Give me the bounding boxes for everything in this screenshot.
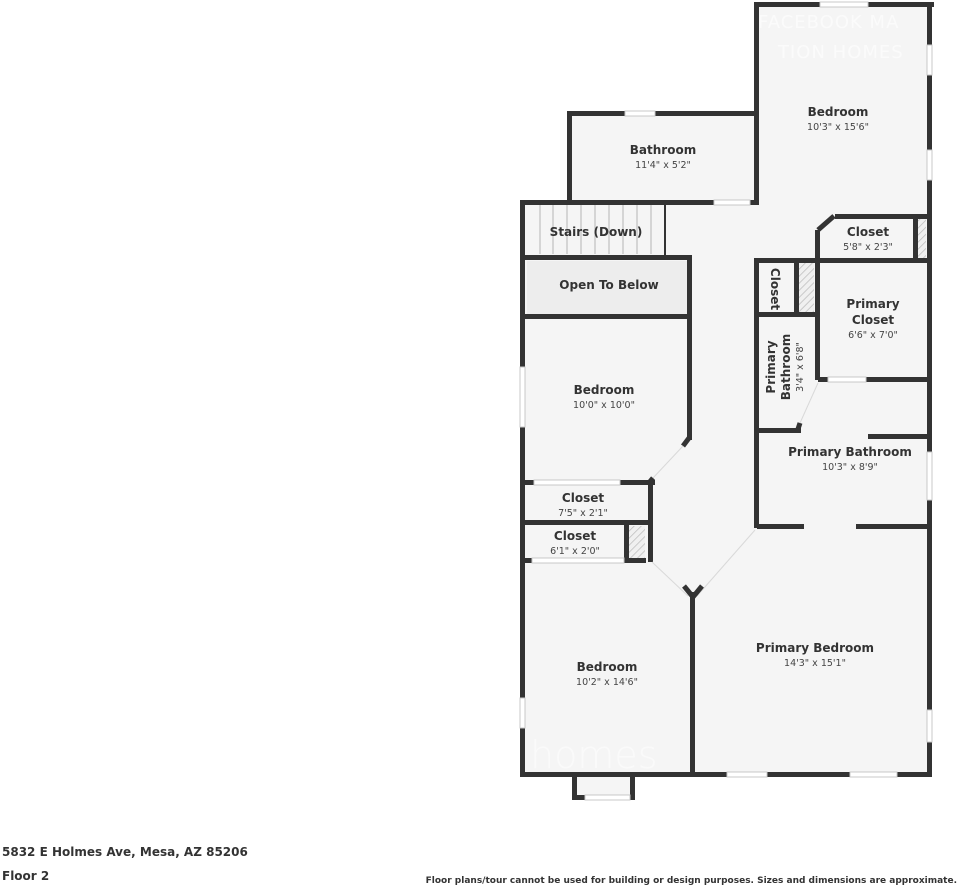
room-dims-primary-bath-small: 3'4" x 6'8"	[795, 342, 806, 392]
room-dims-bedroom-w: 10'0" x 10'0"	[573, 400, 635, 411]
angled-segments	[646, 214, 836, 599]
room-name-closet-ne: Closet	[847, 225, 889, 239]
room-name-closet-narrow: Closet	[768, 268, 782, 310]
room-dims-bedroom-ne: 10'3" x 15'6"	[807, 122, 869, 133]
room-name-bedroom-sw: Bedroom	[577, 660, 638, 674]
room-dims-primary-closet: 6'6" x 7'0"	[848, 330, 898, 341]
room-name-bedroom-w: Bedroom	[574, 383, 635, 397]
room-name-stairs: Stairs (Down)	[550, 225, 643, 239]
hatched-chase-1	[799, 263, 814, 313]
room-name-closet-w2: Closet	[554, 529, 596, 543]
walls	[520, 2, 934, 800]
room-dims-closet-ne: 5'8" x 2'3"	[843, 242, 893, 253]
watermark-bottom: homes	[530, 733, 658, 777]
watermark-top-1: FACEBOOK MA	[758, 12, 899, 33]
hatched-chase-3	[629, 526, 645, 560]
room-name-bedroom-ne: Bedroom	[808, 105, 869, 119]
room-name-primary-closet-1: Primary	[846, 297, 899, 311]
room-name-primary-bedroom: Primary Bedroom	[756, 641, 874, 655]
disclaimer: Floor plans/tour cannot be used for buil…	[425, 876, 957, 886]
room-name-primary-bath-small-1: Primary	[764, 340, 778, 393]
room-dims-bathroom: 11'4" x 5'2"	[635, 160, 691, 171]
room-name-bathroom: Bathroom	[630, 143, 696, 157]
room-name-closet-w1: Closet	[562, 491, 604, 505]
room-dims-primary-bedroom: 14'3" x 15'1"	[784, 658, 846, 669]
room-name-primary-closet-2: Closet	[852, 313, 894, 327]
room-labels: Bedroom 10'3" x 15'6" Bathroom 11'4" x 5…	[550, 105, 912, 688]
floor-label: Floor 2	[2, 869, 50, 883]
room-dims-bedroom-sw: 10'2" x 14'6"	[576, 677, 638, 688]
hatched-chase-2	[917, 218, 926, 258]
windows	[519, 1, 933, 801]
room-name-primary-bathroom: Primary Bathroom	[788, 445, 912, 459]
room-dims-closet-w2: 6'1" x 2'0"	[550, 546, 600, 557]
property-address: 5832 E Holmes Ave, Mesa, AZ 85206	[2, 845, 248, 859]
room-name-open-to-below: Open To Below	[559, 278, 658, 292]
room-name-primary-bath-small-2: Bathroom	[779, 334, 793, 400]
room-dims-primary-bathroom: 10'3" x 8'9"	[822, 462, 878, 473]
floor-fills	[523, 5, 930, 798]
room-dims-closet-w1: 7'5" x 2'1"	[558, 508, 608, 519]
watermark-top-2: TION HOMES	[777, 42, 904, 63]
